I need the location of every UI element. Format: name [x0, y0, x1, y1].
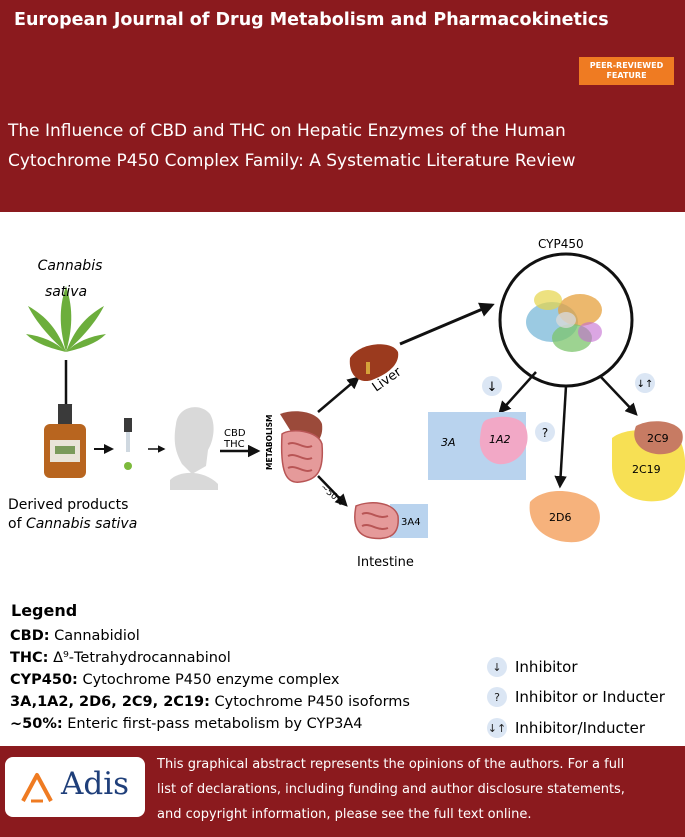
badge-line-1: PEER-REVIEWED [589, 61, 664, 70]
dropper-icon [124, 418, 132, 470]
arrow-liver-to-cyp450 [399, 302, 495, 346]
metabolism-diagram: Cannabis sativa Derived products of Cann… [8, 237, 685, 570]
cannabis-leaf-icon [26, 286, 106, 352]
iso-1a2-label: 1A2 [489, 433, 511, 446]
legend-item-first-pass: ~50%: Enteric first-pass metabolism by C… [10, 716, 363, 732]
legend-item-cbd: CBD: Cannabidiol [10, 628, 140, 644]
cannabis-label-2: sativa [45, 284, 87, 300]
legend-title: Legend [11, 601, 78, 620]
iso-1a2-blob [479, 416, 528, 465]
iso-3a-label: 3A [441, 436, 456, 449]
peer-reviewed-badge: PEER-REVIEWED FEATURE [579, 57, 674, 85]
journal-name: European Journal of Drug Metabolism and … [14, 10, 609, 30]
inhibitor-inducer-icon [635, 373, 655, 393]
adis-wordmark: Adis [61, 766, 130, 802]
thc-label: THC [223, 439, 245, 450]
badge-line-2: FEATURE [606, 71, 647, 80]
digestive-system-icon [280, 411, 324, 483]
intestine-icon [354, 502, 399, 540]
title-line-1: The Influence of CBD and THC on Hepatic … [8, 121, 566, 141]
iso-3a4-label: 3A4 [401, 517, 421, 528]
inhibitor-or-inducer-icon [535, 422, 555, 442]
adis-logo[interactable]: Adis [5, 757, 145, 817]
person-head-icon [170, 407, 218, 490]
title-line-2: Cytochrome P450 Complex Family: A System… [8, 151, 576, 171]
arrow-to-3a-1a2 [498, 371, 537, 414]
arrow-to-liver [317, 376, 360, 413]
question-icon: ? [487, 687, 507, 707]
liver-icon [349, 344, 399, 382]
inhibitor-symbol: ↓ [487, 380, 498, 395]
cbd-label: CBD [224, 428, 246, 439]
key-inhibitor-or-inducer: ?Inhibitor or Inducter [487, 687, 665, 707]
inhibitor-or-inducer-symbol: ? [542, 426, 548, 440]
iso-2c19-label: 2C19 [632, 463, 661, 476]
arrow-to-2d6 [554, 385, 568, 489]
iso-2c9-label: 2C9 [647, 432, 669, 445]
derived-label-1: Derived products [8, 497, 128, 513]
adis-triangle-icon [21, 773, 53, 803]
legend-item-thc: THC: Δ⁹-Tetrahydrocannabinol [10, 650, 231, 666]
legend-item-cyp450: CYP450: Cytochrome P450 enzyme complex [10, 672, 340, 688]
legend-item-isoforms: 3A,1A2, 2D6, 2C9, 2C19: Cytochrome P450 … [10, 694, 410, 710]
percent-label: ~50% [318, 483, 346, 509]
derived-label-2: of Cannabis sativa [8, 516, 137, 532]
oil-bottle-icon [44, 404, 86, 478]
inhibitor-arrow-icon: ↓ [487, 657, 507, 677]
intestine-label: Intestine [357, 555, 414, 570]
iso-2d6-label: 2D6 [549, 511, 571, 524]
article-title: The Influence of CBD and THC on Hepatic … [8, 116, 678, 176]
disclaimer-text: This graphical abstract represents the o… [157, 752, 677, 827]
arrow-to-2c9-2c19 [599, 375, 638, 416]
arrow-to-intestine [317, 475, 348, 507]
inhibitor-icon [482, 376, 502, 396]
inhibitor-inducer-symbol: ↓↑ [637, 379, 654, 390]
disclaimer-line-1: This graphical abstract represents the o… [157, 757, 625, 772]
disclaimer-line-3: and copyright information, please see th… [157, 807, 532, 822]
cannabis-label-1: Cannabis [38, 258, 103, 274]
iso-2d6-blob [529, 490, 600, 543]
header-banner [0, 0, 685, 212]
cyp450-label: CYP450 [538, 237, 584, 251]
metabolism-label: METABOLISM [265, 415, 274, 470]
disclaimer-line-2: list of declarations, including funding … [157, 782, 625, 797]
iso-2c9-blob [634, 421, 683, 455]
protein-structure-icon [526, 290, 602, 352]
key-inhibitor-inducer: ↓↑Inhibitor/Inducter [487, 718, 646, 738]
up-down-arrow-icon: ↓↑ [487, 718, 507, 738]
key-inhibitor: ↓Inhibitor [487, 657, 578, 677]
